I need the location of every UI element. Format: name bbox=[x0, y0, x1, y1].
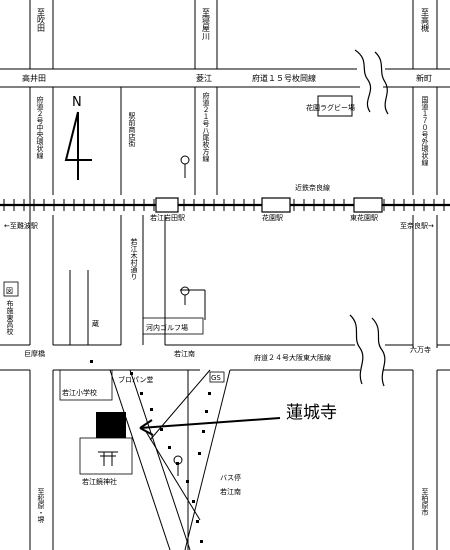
roadside-dot bbox=[130, 372, 133, 375]
label-golf: 河内ゴルフ場 bbox=[146, 323, 188, 332]
label-osaka-higashi: 府道２４号大阪東大阪線 bbox=[254, 353, 331, 362]
gs-box bbox=[209, 371, 225, 383]
higashi-hanazono-station-box bbox=[353, 197, 383, 213]
hanazono-station-box bbox=[261, 197, 291, 213]
label-kitano: 巨摩橋 bbox=[24, 349, 45, 358]
label-to-sakai: 至松原・堺 bbox=[37, 488, 45, 524]
label-higashi-hanazono: 東花園駅 bbox=[350, 213, 378, 222]
label-rokuman: 六万寺 bbox=[410, 345, 431, 354]
kintetsu-railway bbox=[0, 197, 450, 213]
label-ekimae: 駅前商店街 bbox=[128, 112, 136, 148]
label-rugby: 花園ラグビー場 bbox=[306, 103, 355, 112]
label-shinmachi: 新町 bbox=[416, 73, 432, 83]
label-wakae-iwata: 若江岩田駅 bbox=[150, 213, 185, 222]
roadside-dot bbox=[200, 540, 203, 543]
label-to-kashiwara: 至柏原市 bbox=[421, 488, 429, 517]
label-fuse: 菱江 bbox=[196, 73, 212, 83]
roadside-dot bbox=[205, 410, 208, 413]
label-hirakata-line: 府道１５号枚岡線 bbox=[252, 73, 316, 83]
temple-pointer-arrow bbox=[139, 417, 281, 436]
roadside-dot bbox=[176, 462, 179, 465]
roadside-dot bbox=[202, 430, 205, 433]
wakae-iwata-station-box bbox=[155, 197, 179, 213]
roadside-dot bbox=[186, 480, 189, 483]
higashi-koukou-marker: 図 布施東高校 bbox=[3, 281, 19, 336]
label-takatsuki: 至高槻 bbox=[421, 8, 430, 33]
roadside-dot bbox=[168, 446, 171, 449]
roadside-dot bbox=[90, 360, 93, 363]
label-wakae-minami: 若江南 bbox=[174, 349, 195, 358]
label-neyagawa: 至寝屋川 bbox=[202, 8, 211, 40]
label-shop: ブロパン堂 bbox=[118, 375, 153, 384]
roadside-dot bbox=[198, 452, 201, 455]
label-hanazono: 花園駅 bbox=[262, 213, 283, 222]
label-bus-stop: バス停 bbox=[220, 473, 241, 482]
label-target-temple: 蓮城寺 bbox=[286, 403, 337, 423]
north-arrow-icon: N bbox=[64, 95, 92, 180]
label-gs: GS bbox=[211, 374, 221, 382]
label-kintetsu: 近鉄奈良線 bbox=[295, 183, 330, 192]
label-kimura: 若江木村通り bbox=[130, 237, 138, 280]
roadside-dot bbox=[150, 408, 153, 411]
label-chuo-kanjo: 府道２号中央環状線 bbox=[36, 95, 44, 159]
rugby-field-box bbox=[317, 95, 353, 117]
label-to-nara: 至奈良駅→ bbox=[400, 221, 434, 230]
label-higashi-koukou: 布施東高校 bbox=[6, 299, 14, 336]
torii-icon bbox=[98, 451, 118, 466]
label-wakae-school: 若江小学校 bbox=[62, 388, 97, 397]
label-suita: 至吹田 bbox=[37, 8, 46, 33]
roadside-dot bbox=[196, 520, 199, 523]
roadside-dot bbox=[192, 500, 195, 503]
label-bus-stop-name: 若江南 bbox=[220, 487, 241, 496]
label-kura: 蔵 bbox=[92, 319, 99, 328]
roadside-dots bbox=[90, 360, 211, 543]
roadside-dot bbox=[208, 392, 211, 395]
label-yao-hirakata: 府道２１号八尾枚方線 bbox=[202, 91, 210, 162]
roadside-dot bbox=[140, 392, 143, 395]
koukou-mark: 図 bbox=[6, 287, 13, 295]
river bbox=[349, 49, 389, 387]
label-gaikan: 国道１７０号外環状線 bbox=[421, 96, 429, 166]
label-wakae-shrine: 若江鏡神社 bbox=[82, 477, 117, 486]
label-takaidahon: 高井田 bbox=[22, 73, 46, 83]
roadside-dot bbox=[160, 428, 163, 431]
north-label: N bbox=[72, 95, 82, 110]
label-to-nanba: ←至難波駅 bbox=[4, 221, 38, 230]
